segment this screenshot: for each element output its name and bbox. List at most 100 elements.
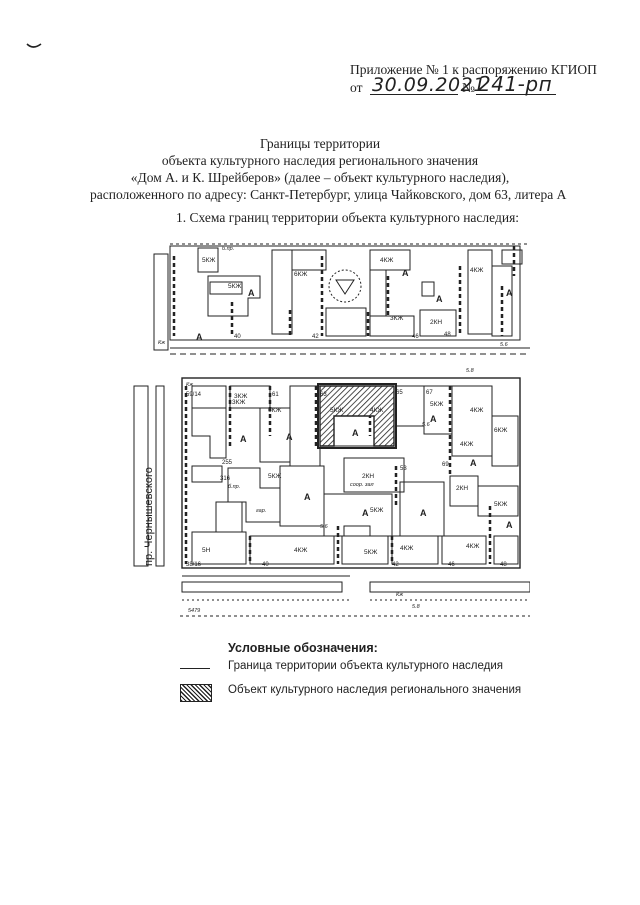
building xyxy=(441,535,487,565)
map-label: 67 xyxy=(426,390,433,396)
monument xyxy=(335,279,355,295)
building xyxy=(341,535,389,565)
map-label: 2КН xyxy=(456,485,468,492)
map-label: 63 xyxy=(320,392,327,398)
building xyxy=(215,501,243,533)
legend-boundary-label: Граница территории объекта культурного н… xyxy=(228,660,503,672)
map-label: 59/14 xyxy=(186,392,202,398)
map-label: 4КЖ xyxy=(380,257,393,264)
map-label: 5КЖ xyxy=(494,501,507,508)
map-label: 5КЖ xyxy=(330,407,343,414)
courtyard xyxy=(333,415,375,447)
document-title: Границы территории объекта культурного н… xyxy=(90,135,567,203)
map-label: 5КЖ xyxy=(202,257,215,264)
handwritten-number: 241-рп xyxy=(478,72,553,96)
map-label: 3КЖ xyxy=(234,393,247,400)
heritage-boundary xyxy=(317,383,397,449)
map-label: 255 xyxy=(222,460,233,466)
map-label: 6КЖ xyxy=(494,427,507,434)
building xyxy=(291,249,327,271)
building xyxy=(325,307,367,337)
map-label: 53 xyxy=(400,466,407,472)
map-label: А xyxy=(436,294,443,304)
well xyxy=(421,281,435,297)
number-prefix: № xyxy=(462,80,475,95)
title-line: объекта культурного наследия регионально… xyxy=(161,153,479,168)
map-label: 6КЖ xyxy=(268,407,281,414)
map-label: 4КЖ xyxy=(466,543,479,550)
misc-labels: б.пр. б.пр. соор. зал гар. 5.6 5.6 5.8 5… xyxy=(158,246,509,614)
building xyxy=(207,275,261,317)
south-block xyxy=(181,377,521,569)
map-label: 48 xyxy=(444,332,451,338)
map-label: 5Н xyxy=(202,547,211,554)
title-line: «Дом А. и К. Шрейберов» (далее – объект … xyxy=(130,170,510,185)
map-label: 5КЖ xyxy=(268,473,281,480)
section-title: 1. Схема границ территории объекта культ… xyxy=(176,210,520,225)
map-label: Кж xyxy=(396,592,403,598)
map-label: А xyxy=(240,434,247,444)
building xyxy=(491,415,519,467)
building xyxy=(467,249,493,335)
street-strip xyxy=(133,385,149,567)
boundary-scheme-map: пр. Чернышевского 5КЖ 6КЖ 4КЖ 4КЖ 5КЖ 3К… xyxy=(133,243,530,617)
map-label: гар. xyxy=(256,508,266,514)
street-name: пр. Чернышевского xyxy=(143,467,155,566)
map-label: А xyxy=(248,288,255,298)
building xyxy=(369,269,387,317)
street-strip xyxy=(153,253,169,351)
map-label: 5.8 xyxy=(466,368,475,374)
legend-title: Условные обозначения: xyxy=(228,641,378,655)
map-label: 46 xyxy=(448,562,455,568)
map-label: А xyxy=(470,458,477,468)
map-label: Кж xyxy=(186,382,193,388)
title-line: расположенного по адресу: Санкт-Петербур… xyxy=(90,187,567,202)
map-label: 38/16 xyxy=(186,562,202,568)
map-label: 5КЖ xyxy=(370,507,383,514)
map-label: 2КН xyxy=(362,473,374,480)
letter-labels: А А А А А А А А А А А А А А xyxy=(196,268,513,530)
building-labels: 5КЖ 6КЖ 4КЖ 4КЖ 5КЖ 3КЖ 2КН 3КЖ 6КЖ 4КЖ … xyxy=(202,257,507,556)
building xyxy=(271,249,293,335)
north-block xyxy=(169,245,521,341)
map-label: 46 xyxy=(412,334,419,340)
map-label: 65 xyxy=(396,390,403,396)
building xyxy=(493,535,519,565)
building xyxy=(209,281,243,295)
building xyxy=(197,247,219,273)
map-label: Кж xyxy=(158,340,165,346)
garden-circle xyxy=(328,269,362,303)
date-underline xyxy=(370,94,458,95)
appendix-heading: Приложение № 1 к распоряжению КГИОП xyxy=(350,62,597,77)
map-label: б.пр. xyxy=(222,246,234,252)
map-label: 5.6 xyxy=(422,422,431,428)
map-label: соор. зал xyxy=(350,482,374,488)
map-label: А xyxy=(196,332,203,342)
map-label: 69 xyxy=(442,462,449,468)
building xyxy=(477,485,519,517)
building xyxy=(419,309,457,337)
building xyxy=(491,265,513,337)
title-line: Границы территории xyxy=(259,136,381,151)
map-label: А xyxy=(506,520,513,530)
pen-mark xyxy=(26,43,42,48)
building xyxy=(229,385,271,409)
building xyxy=(369,315,415,337)
map-label: 61 xyxy=(272,392,279,398)
building xyxy=(191,407,227,459)
date-prefix: от xyxy=(350,80,363,95)
building xyxy=(191,465,223,483)
map-label: 3КЖ xyxy=(390,315,403,322)
fence-lines xyxy=(172,246,516,336)
building xyxy=(343,457,405,493)
legend-boundary-swatch xyxy=(180,668,210,669)
building xyxy=(279,465,325,527)
map-label: А xyxy=(286,432,293,442)
date-number-line: от 30.09.2021 № 241-рп xyxy=(350,72,556,96)
map-label: 5КЖ xyxy=(430,401,443,408)
building xyxy=(249,535,335,565)
map-label: 3КЖ xyxy=(232,399,245,406)
map-label: 4КЖ xyxy=(460,441,473,448)
map-label: А xyxy=(430,414,437,424)
street-strip xyxy=(155,385,165,567)
